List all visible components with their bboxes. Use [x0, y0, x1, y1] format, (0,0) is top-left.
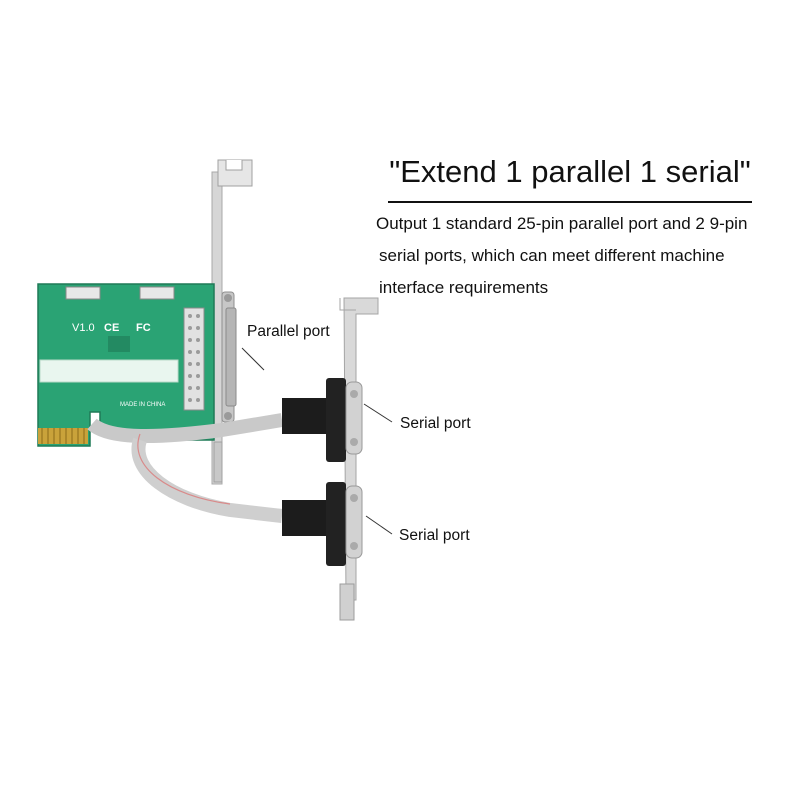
serial-port-1-callout-line: [363, 403, 393, 423]
board-version-text: V1.0: [72, 322, 95, 334]
parallel-port-label: Parallel port: [247, 323, 330, 340]
headline-underline: [388, 201, 752, 203]
parallel-port-connector: [221, 291, 237, 423]
ribbon-cables: [87, 413, 284, 523]
board-ce-mark: CE: [104, 322, 119, 334]
description: Output 1 standard 25-pin parallel port a…: [376, 208, 796, 304]
serial-port-2-callout-line: [365, 515, 393, 535]
serial-port-label-1: Serial port: [400, 415, 471, 432]
description-line-3: interface requirements: [379, 278, 549, 297]
serial-port-connector-2: [282, 482, 363, 566]
parallel-bracket: [211, 159, 253, 485]
parallel-port-callout-line: [241, 347, 265, 371]
serial-port-label-2: Serial port: [399, 527, 470, 544]
board-fcc-mark: FC: [136, 322, 151, 334]
pci-express-card: V1.0 CE FC MADE IN CHINA: [37, 283, 215, 447]
serial-port-connector-1: [282, 378, 363, 462]
board-origin-text: MADE IN CHINA: [120, 402, 165, 408]
headline: "Extend 1 parallel 1 serial": [389, 154, 751, 189]
description-line-1: Output 1 standard 25-pin parallel port a…: [376, 214, 748, 233]
description-line-2: serial ports, which can meet different m…: [379, 246, 725, 265]
